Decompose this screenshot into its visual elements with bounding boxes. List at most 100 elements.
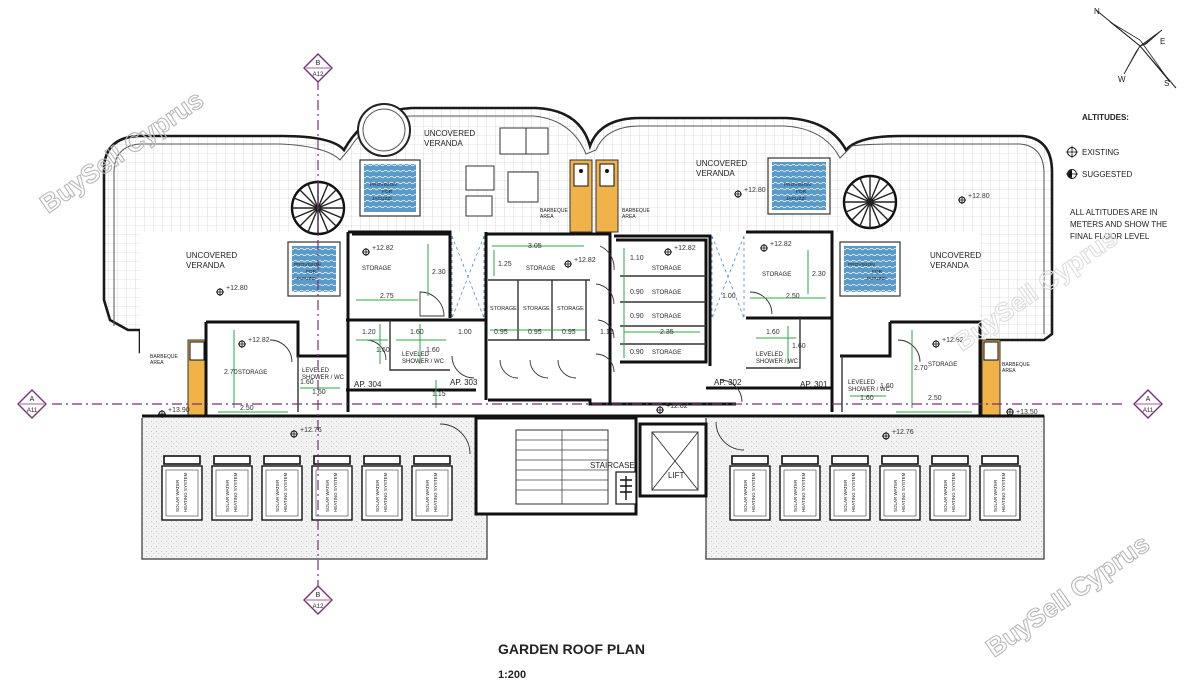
veranda-label-right: UNCOVERED: [930, 251, 981, 260]
svg-text:ALL ALTITUDES ARE IN: ALL ALTITUDES ARE IN: [1070, 208, 1158, 217]
svg-text:1.60: 1.60: [300, 379, 314, 386]
svg-text:+12.80: +12.80: [968, 193, 990, 200]
svg-text:2.50: 2.50: [786, 293, 800, 300]
level-marker: +12.76: [290, 427, 322, 438]
svg-text:0.90: 0.90: [630, 349, 644, 356]
svg-text:S: S: [1164, 79, 1169, 88]
svg-text:FOR: FOR: [872, 269, 883, 275]
staircase-label: STAIRCASE: [590, 461, 635, 470]
storage-label-8: STORAGE: [238, 370, 267, 376]
bbq-label-top-left: BARBEQUE: [540, 208, 568, 214]
level-marker: +13.50: [1006, 408, 1038, 416]
svg-text:2.75: 2.75: [380, 293, 394, 300]
apartment-label-301: AP. 301: [800, 380, 828, 389]
svg-text:1.60: 1.60: [766, 329, 780, 336]
solar-panel-label: SOLAR WATER: [793, 479, 798, 512]
outdoor-furniture: [465, 127, 549, 217]
svg-text:1.10: 1.10: [600, 329, 614, 336]
lift-label: LIFT: [668, 471, 685, 480]
apartment-label-302: AP. 302: [714, 378, 742, 387]
spiral-stair-right: [842, 174, 898, 230]
level-marker: +12.80: [216, 285, 248, 296]
svg-text:E: E: [1160, 37, 1165, 46]
svg-text:1.60: 1.60: [792, 343, 806, 350]
svg-text:+12.82: +12.82: [674, 245, 696, 252]
level-marker: +12.82: [362, 245, 394, 256]
svg-text:2.50: 2.50: [928, 395, 942, 402]
bbq-label-right: BARBEQUE: [1002, 362, 1030, 368]
barbeque-counters: [187, 159, 1001, 417]
svg-text:1.60: 1.60: [376, 347, 390, 354]
svg-text:+12.76: +12.76: [892, 429, 914, 436]
jacuzzi-label-3: PROVISION: [784, 182, 811, 188]
svg-text:FOR: FOR: [796, 189, 807, 195]
svg-text:2.30: 2.30: [812, 271, 826, 278]
jacuzzi-label-4: PROVISION: [848, 262, 875, 268]
solar-panel-label: SOLAR WATER: [225, 479, 230, 512]
svg-text:0.90: 0.90: [630, 289, 644, 296]
svg-text:SHOWER / WC: SHOWER / WC: [848, 387, 891, 393]
svg-text:JACUZZI: JACUZZI: [866, 276, 886, 282]
bbq-label-top-right: BARBEQUE: [622, 208, 650, 214]
svg-text:+13.50: +13.50: [1016, 409, 1038, 416]
apartment-label-304: AP. 304: [354, 380, 382, 389]
solar-panel-label: SOLAR WATER: [843, 479, 848, 512]
svg-text:VERANDA: VERANDA: [696, 169, 735, 178]
svg-text:0.90: 0.90: [630, 313, 644, 320]
svg-text:1.25: 1.25: [498, 261, 512, 268]
solar-panel-label: HEATING SYSTEM: [283, 472, 288, 512]
svg-text:JACUZZI: JACUZZI: [296, 276, 316, 282]
level-marker: +12.80: [734, 187, 766, 198]
solar-panel-label: SOLAR WATER: [275, 479, 280, 512]
svg-text:AREA: AREA: [622, 214, 636, 220]
drawing-title: GARDEN ROOF PLAN: [498, 641, 645, 657]
section-marker-b-bottom: B A12: [303, 585, 333, 615]
svg-text:+13.90: +13.90: [168, 407, 190, 414]
svg-text:B: B: [316, 592, 321, 599]
solar-panel-label: HEATING SYSTEM: [433, 472, 438, 512]
svg-text:1.20: 1.20: [362, 329, 376, 336]
solar-panel-label: HEATING SYSTEM: [233, 472, 238, 512]
svg-text:A12: A12: [313, 604, 324, 610]
svg-text:A11: A11: [1143, 408, 1154, 414]
svg-text:+12.80: +12.80: [226, 285, 248, 292]
solar-panel-label: SOLAR WATER: [425, 479, 430, 512]
storage-label-5: STORAGE: [652, 314, 681, 320]
solar-panel-label: SOLAR WATER: [175, 479, 180, 512]
storage-label-9: STORAGE: [928, 362, 957, 368]
svg-text:0.95: 0.95: [562, 329, 576, 336]
svg-text:B: B: [316, 60, 321, 67]
area-labels: UNCOVERED VERANDA UNCOVERED VERANDA UNCO…: [150, 129, 1030, 480]
svg-text:SHOWER / WC: SHOWER / WC: [756, 359, 799, 365]
svg-text:1.60: 1.60: [312, 389, 326, 396]
svg-text:A: A: [30, 396, 35, 403]
drawing-scale: 1:200: [498, 669, 526, 681]
storage-label-6: STORAGE: [652, 350, 681, 356]
solar-panel-label: HEATING SYSTEM: [183, 472, 188, 512]
dimension-labels: 2.75 2.30 1.20 1.60 1.00 1.60 1.60 2.50 …: [224, 243, 942, 412]
storage-label-3: STORAGE: [652, 266, 681, 272]
svg-text:AREA: AREA: [1002, 368, 1016, 374]
solar-panel-label: SOLAR WATER: [743, 479, 748, 512]
svg-text:N: N: [1094, 7, 1100, 16]
storage-label-10: STORAGE: [490, 306, 517, 312]
veranda-label-top-left: UNCOVERED: [424, 129, 475, 138]
bbq-label-left: BARBEQUE: [150, 354, 178, 360]
svg-text:JACUZZI: JACUZZI: [786, 196, 806, 202]
section-marker-a-right: A A11: [1133, 389, 1163, 419]
jacuzzi-right-bottom: [839, 241, 901, 297]
solar-panel-label: SOLAR WATER: [375, 479, 380, 512]
staircase-core: [474, 416, 638, 516]
solar-panel-label: HEATING SYSTEM: [333, 472, 338, 512]
storage-label-2: STORAGE: [526, 266, 555, 272]
level-marker: +12.82: [656, 403, 688, 414]
